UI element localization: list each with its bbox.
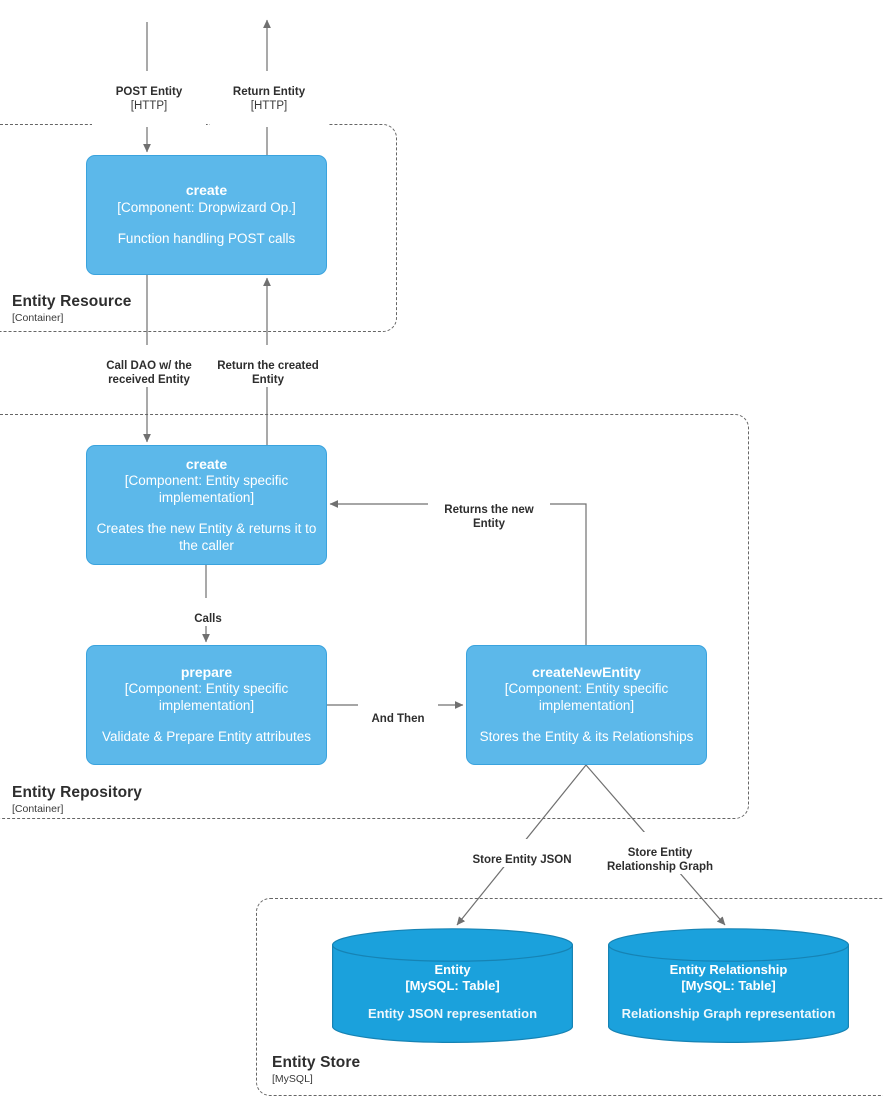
cylinder-icon <box>608 928 849 1043</box>
database-name: Entity <box>434 961 471 977</box>
component-name: create <box>185 182 228 199</box>
edge-label-text: POST Entity <box>115 86 183 99</box>
edge-label-text: Calls <box>194 613 222 626</box>
component-name: createNewEntity <box>532 663 641 680</box>
component-description: Stores the Entity & its Relationships <box>479 729 694 745</box>
component-name: create <box>185 455 228 472</box>
edge-label-text: Return the created Entity <box>217 360 319 387</box>
boundary-name: Entity Resource <box>12 293 132 310</box>
cylinder-icon <box>332 928 573 1043</box>
boundary-type: [Container] <box>12 802 64 815</box>
boundary-label-entity-repository: Entity Repository [Container] <box>12 784 142 815</box>
boundary-label-entity-store: Entity Store [MySQL] <box>272 1054 360 1085</box>
component-technology: [Component: Dropwizard Op.] <box>117 199 296 215</box>
component-description: Function handling POST calls <box>117 230 296 246</box>
edge-label-text: And Then <box>371 713 425 726</box>
edge-label-store-relationship: Store Entity Relationship Graph <box>592 832 728 875</box>
edge-label-calls: Calls <box>176 598 240 627</box>
component-create-repository[interactable]: create [Component: Entity specific imple… <box>86 445 327 565</box>
edge-label-and-then: And Then <box>358 698 438 727</box>
database-description: Entity JSON representation <box>367 1006 538 1022</box>
database-technology: [MySQL: Table] <box>681 977 776 993</box>
database-text: Entity [MySQL: Table] Entity JSON repres… <box>332 928 573 1044</box>
boundary-type: [Container] <box>12 311 64 324</box>
edge-label-technology: [HTTP] <box>130 100 168 113</box>
boundary-name: Entity Store <box>272 1054 361 1071</box>
database-text: Entity Relationship [MySQL: Table] Relat… <box>608 928 849 1044</box>
database-entity-table[interactable]: Entity [MySQL: Table] Entity JSON repres… <box>332 928 573 1044</box>
edge-label-text: Store Entity JSON <box>472 854 572 867</box>
edge-label-text: Store Entity Relationship Graph <box>606 847 714 874</box>
boundary-type: [MySQL] <box>272 1072 313 1085</box>
database-entity-relationship-table[interactable]: Entity Relationship [MySQL: Table] Relat… <box>608 928 849 1044</box>
database-name: Entity Relationship <box>669 961 788 977</box>
component-technology: [Component: Entity specific implementati… <box>504 681 669 714</box>
component-create-new-entity[interactable]: createNewEntity [Component: Entity speci… <box>466 645 707 765</box>
boundary-entity-repository <box>0 414 749 819</box>
component-prepare[interactable]: prepare [Component: Entity specific impl… <box>86 645 327 765</box>
edge-label-technology: [HTTP] <box>250 100 288 113</box>
database-technology: [MySQL: Table] <box>405 977 500 993</box>
component-technology: [Component: Entity specific implementati… <box>124 473 289 505</box>
edge-label-returns-new-entity: Returns the new Entity <box>428 489 550 532</box>
edge-label-call-dao: Call DAO w/ the received Entity <box>88 345 210 388</box>
component-create-resource[interactable]: create [Component: Dropwizard Op.] Funct… <box>86 155 327 275</box>
edge-label-text: Call DAO w/ the received Entity <box>106 360 192 387</box>
boundary-label-entity-resource: Entity Resource [Container] <box>12 293 132 324</box>
component-description: Validate & Prepare Entity attributes <box>101 729 312 745</box>
component-name: prepare <box>180 663 233 680</box>
edge-label-text: Returns the new Entity <box>444 504 534 531</box>
edge-label-return-entity: Return Entity [HTTP] <box>210 71 328 128</box>
edge-label-text: Return Entity <box>232 86 306 99</box>
component-description: Creates the new Entity & returns it to t… <box>96 520 317 553</box>
database-description: Relationship Graph representation <box>621 1006 836 1022</box>
edge-label-return-created-entity: Return the created Entity <box>200 345 336 388</box>
component-technology: [Component: Entity specific implementati… <box>124 681 289 714</box>
edge-label-post-entity: POST Entity [HTTP] <box>92 71 206 128</box>
boundary-name: Entity Repository <box>12 784 143 801</box>
edge-label-store-entity-json: Store Entity JSON <box>452 839 592 868</box>
